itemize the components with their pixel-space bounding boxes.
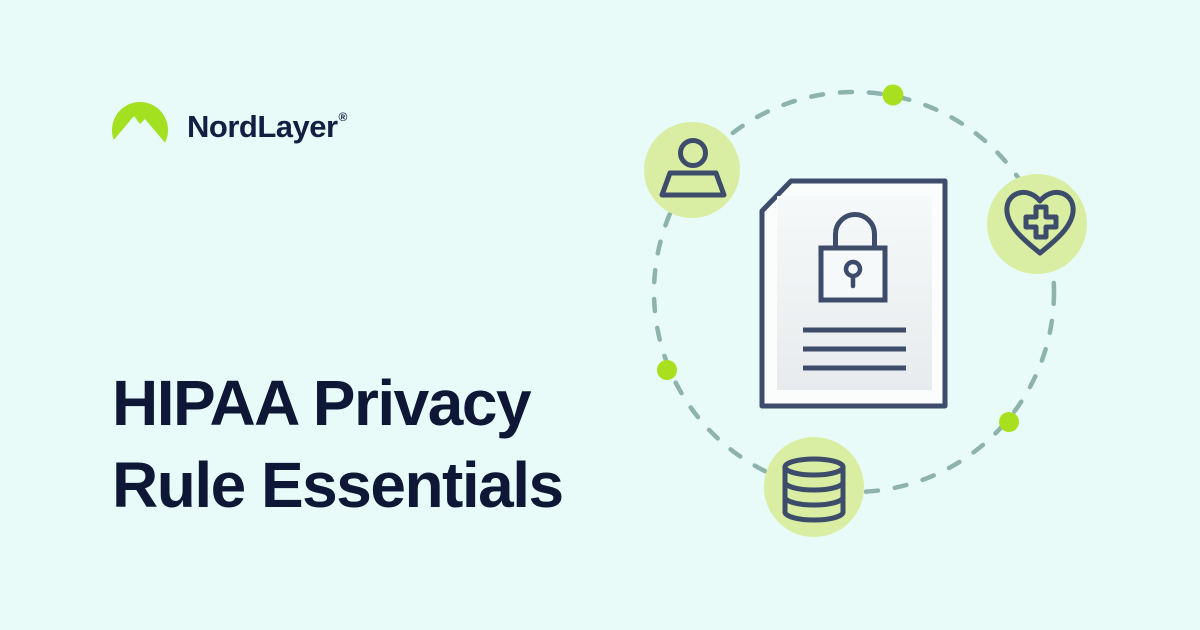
registered-trademark: ®: [338, 110, 348, 125]
brand-name: NordLayer: [187, 108, 338, 144]
heart-medical-cross-icon: [1004, 190, 1076, 256]
nordlayer-logo: NordLayer®: [110, 100, 348, 160]
document-text-lines: [803, 327, 906, 371]
orbit-dot-left: [657, 360, 677, 380]
brand-wordmark: NordLayer®: [187, 108, 348, 144]
padlock-icon: [818, 212, 888, 303]
locked-document-icon: [759, 178, 948, 409]
database-icon: [782, 456, 846, 523]
database-badge: [764, 437, 864, 537]
orbit-dot-top: [882, 84, 904, 106]
person-badge: [644, 122, 740, 218]
person-icon: [659, 138, 727, 198]
health-badge: [987, 174, 1087, 274]
headline-line-2: Rule Essentials: [112, 449, 564, 521]
headline-line-1: HIPAA Privacy: [112, 367, 532, 439]
dashed-orbit-ring: [651, 89, 1057, 495]
page-title: HIPAA Privacy Rule Essentials: [112, 362, 564, 526]
orbit-dot-right: [999, 412, 1019, 432]
nord-mountain-logo-icon: [112, 102, 168, 159]
hipaa-document-illustration: [644, 84, 1087, 537]
